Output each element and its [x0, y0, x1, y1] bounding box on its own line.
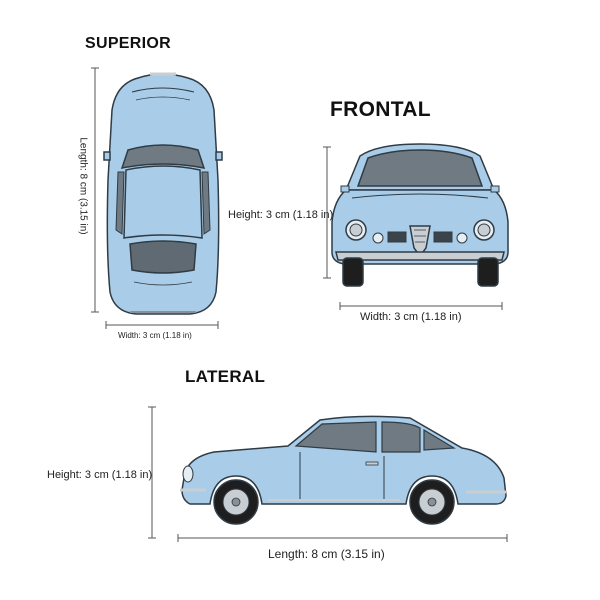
- lateral-length-label: Length: 8 cm (3.15 in): [268, 547, 385, 561]
- lateral-height-label: Height: 3 cm (1.18 in): [47, 469, 153, 481]
- superior-width-label: Width: 3 cm (1.18 in): [118, 331, 192, 340]
- frontal-height-label: Height: 3 cm (1.18 in): [228, 209, 334, 221]
- frontal-width-label: Width: 3 cm (1.18 in): [360, 311, 462, 323]
- lateral-car-illustration: [180, 415, 507, 525]
- lateral-title: LATERAL: [185, 367, 266, 386]
- dimension-lines: [91, 67, 508, 542]
- frontal-car-illustration: [331, 143, 509, 287]
- superior-car-illustration: [103, 72, 223, 315]
- superior-title: SUPERIOR: [85, 35, 171, 52]
- frontal-title: FRONTAL: [330, 98, 431, 121]
